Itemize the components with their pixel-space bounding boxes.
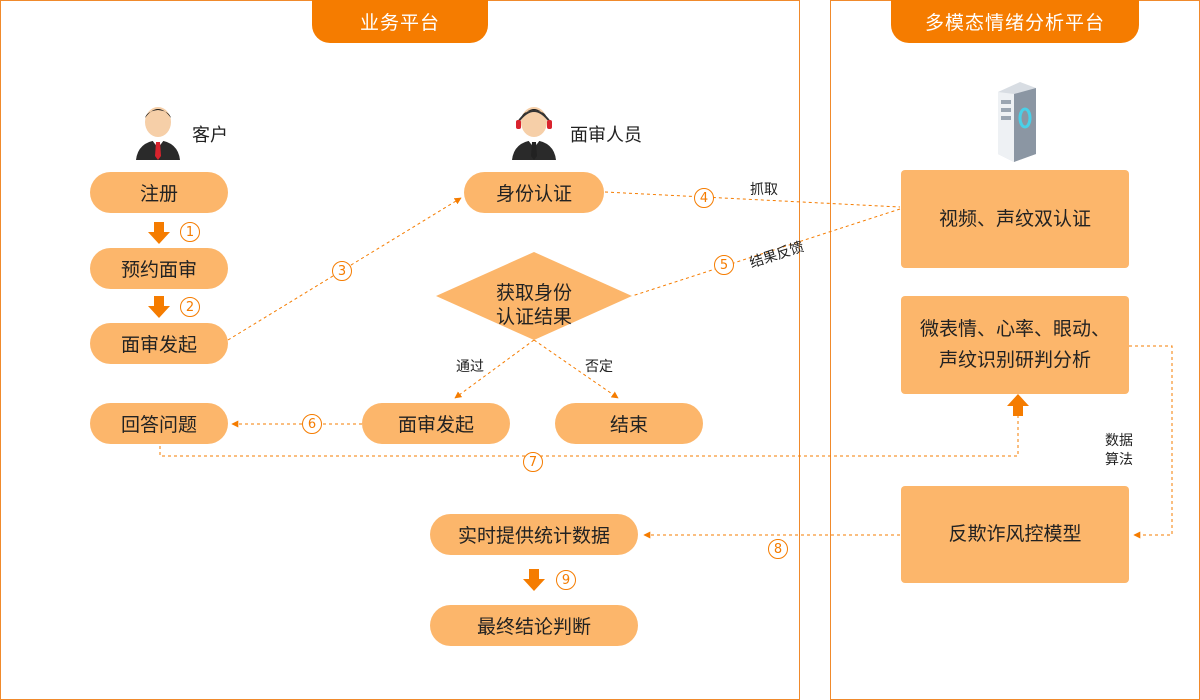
dual-auth-node: 视频、声纹双认证 <box>901 170 1129 268</box>
step-1-badge: 1 <box>180 222 200 242</box>
get-result-line2: 认证结果 <box>495 306 572 328</box>
data-algo-line2: 算法 <box>1105 452 1133 468</box>
emotion-platform-title: 多模态情绪分析平台 <box>891 0 1139 43</box>
answer-questions-node: 回答问题 <box>90 403 228 444</box>
register-node: 注册 <box>90 172 228 213</box>
customer-label: 客户 <box>192 125 228 146</box>
capture-label: 抓取 <box>750 182 778 198</box>
decision-diamond <box>436 252 632 340</box>
get-result-line1: 获取身份 <box>495 282 572 304</box>
start-interview-node: 面审发起 <box>90 323 228 364</box>
server-icon <box>998 82 1036 162</box>
identity-auth-node: 身份认证 <box>464 172 604 213</box>
analysis-node: 微表情、心率、眼动、 声纹识别研判分析 <box>901 296 1129 394</box>
book-interview-node: 预约面审 <box>90 248 228 289</box>
step-5-badge: 5 <box>714 255 734 275</box>
anti-fraud-node: 反欺诈风控模型 <box>901 486 1129 583</box>
step-4-badge: 4 <box>694 188 714 208</box>
final-judgment-node: 最终结论判断 <box>430 605 638 646</box>
pass-label: 通过 <box>456 359 484 375</box>
business-platform-title: 业务平台 <box>312 0 488 43</box>
end-node: 结束 <box>555 403 703 444</box>
reject-label: 否定 <box>585 359 613 375</box>
customer-avatar-icon <box>136 107 180 160</box>
analysis-line1: 微表情、心率、眼动、 <box>919 318 1110 340</box>
step-6-badge: 6 <box>302 414 322 434</box>
data-algo-line1: 数据 <box>1105 433 1133 449</box>
step-2-badge: 2 <box>180 297 200 317</box>
step-9-badge: 9 <box>556 570 576 590</box>
step-3-badge: 3 <box>332 261 352 281</box>
realtime-stats-node: 实时提供统计数据 <box>430 514 638 555</box>
reviewer-label: 面审人员 <box>570 125 642 146</box>
step-8-badge: 8 <box>768 539 788 559</box>
reviewer-avatar-icon <box>512 107 556 160</box>
reviewer-start-interview-node: 面审发起 <box>362 403 510 444</box>
step-7-badge: 7 <box>523 452 543 472</box>
analysis-line2: 声纹识别研判分析 <box>938 349 1091 371</box>
